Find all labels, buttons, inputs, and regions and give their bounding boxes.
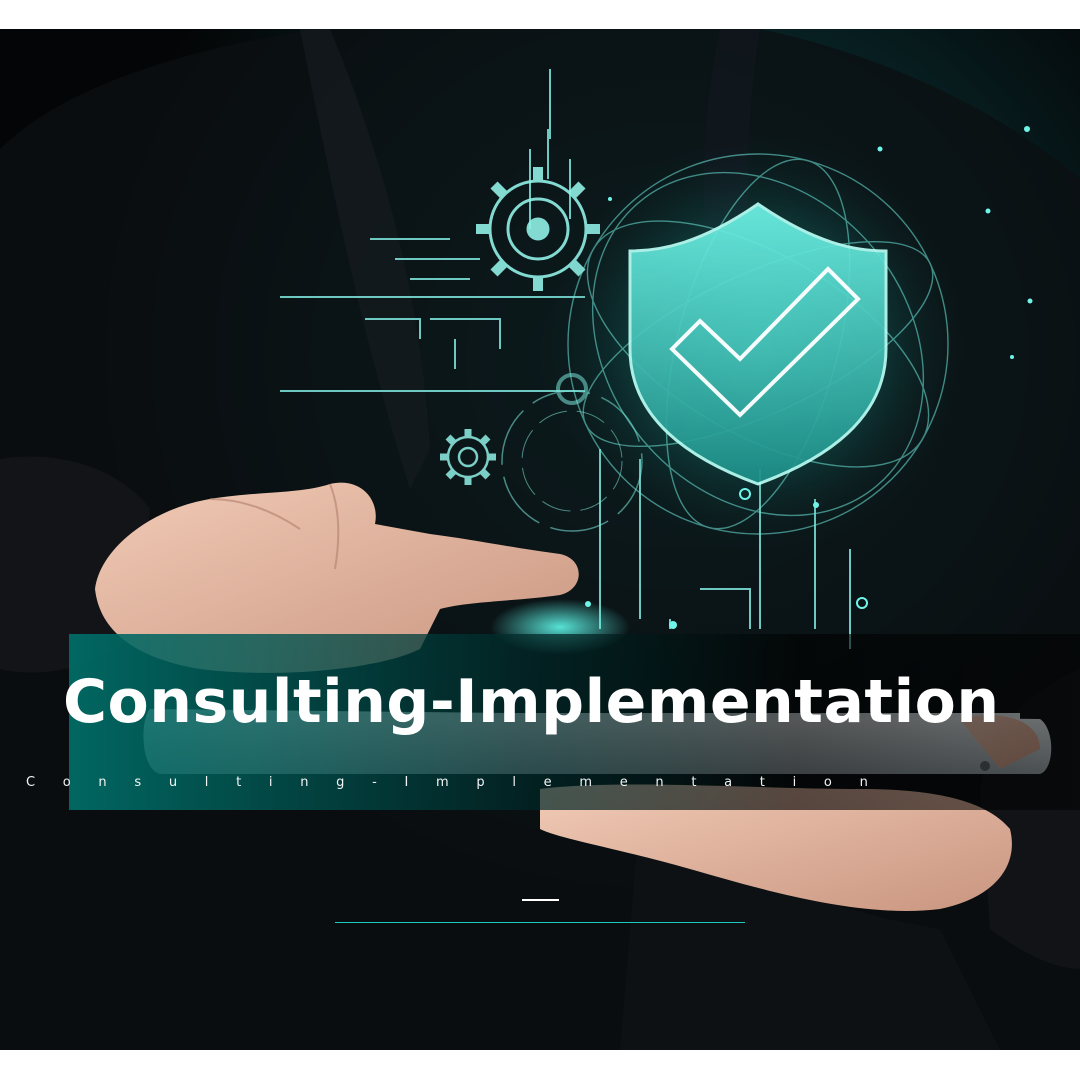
spaced-subtitle: Consulting-Implementation: [26, 775, 896, 790]
headline: Consulting-Implementation: [63, 667, 1000, 737]
long-divider: [335, 922, 745, 923]
short-divider: [522, 899, 559, 901]
title-banner: [69, 634, 1080, 810]
background-photo: [0, 29, 1080, 1050]
